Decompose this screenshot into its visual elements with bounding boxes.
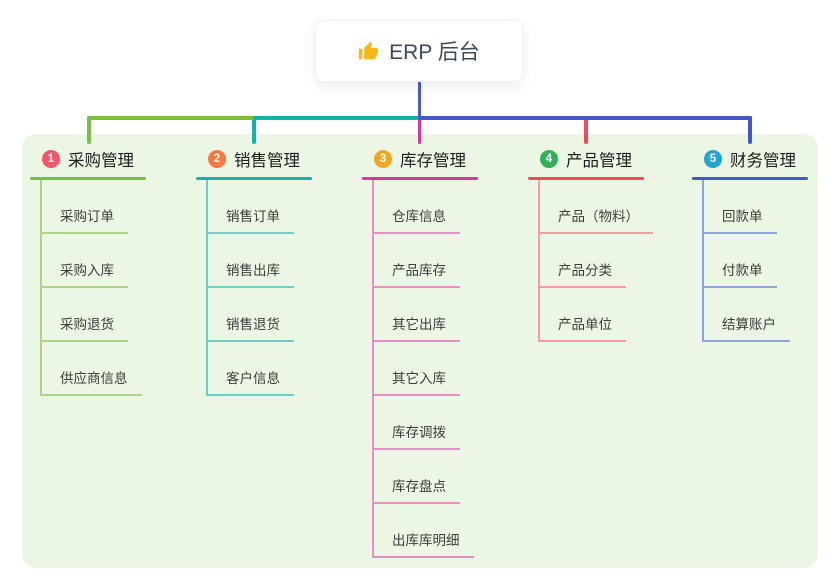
connector-segment-sales — [253, 116, 419, 120]
branch-header-finance[interactable]: 5 财务管理 — [692, 144, 808, 174]
branch-drop-line-product — [584, 116, 588, 144]
branch-drop-line-finance — [748, 116, 752, 144]
node-item[interactable]: 回款单 — [704, 180, 790, 234]
node-item[interactable]: 库存调拨 — [374, 396, 474, 450]
badge-3: 3 — [374, 150, 392, 168]
branch-underline — [692, 177, 808, 180]
connector-segment-finance — [418, 116, 752, 120]
branch-title: 库存管理 — [400, 152, 466, 170]
branch-drop-line-purchase — [87, 116, 91, 144]
node-item[interactable]: 付款单 — [704, 234, 790, 288]
node-item[interactable]: 出库库明细 — [374, 504, 474, 558]
branch-children: 采购订单 采购入库 采购退货 供应商信息 — [40, 180, 142, 396]
node-item[interactable]: 采购入库 — [42, 234, 142, 288]
branch-finance: 5 财务管理 回款单 付款单 结算账户 — [692, 144, 808, 342]
branch-title: 财务管理 — [730, 152, 796, 170]
root-connector-line — [417, 80, 421, 118]
connector-segment-purchase — [87, 116, 255, 120]
branch-header-sales[interactable]: 2 销售管理 — [196, 144, 312, 174]
root-title: ERP 后台 — [389, 41, 480, 64]
node-item[interactable]: 销售订单 — [208, 180, 294, 234]
badge-4: 4 — [540, 150, 558, 168]
node-item[interactable]: 销售退货 — [208, 288, 294, 342]
branch-header-inventory[interactable]: 3 库存管理 — [362, 144, 478, 174]
badge-2: 2 — [208, 150, 226, 168]
root-node[interactable]: ERP 后台 — [315, 20, 523, 82]
node-item[interactable]: 产品（物料） — [540, 180, 653, 234]
node-item[interactable]: 其它入库 — [374, 342, 474, 396]
node-item[interactable]: 仓库信息 — [374, 180, 474, 234]
node-item[interactable]: 产品库存 — [374, 234, 474, 288]
branches-panel — [22, 134, 818, 568]
node-item[interactable]: 供应商信息 — [42, 342, 142, 396]
branch-children: 销售订单 销售出库 销售退货 客户信息 — [206, 180, 294, 396]
branch-underline — [30, 177, 146, 180]
badge-1: 1 — [42, 150, 60, 168]
branch-product: 4 产品管理 产品（物料） 产品分类 产品单位 — [528, 144, 653, 342]
branch-drop-line-inventory — [417, 116, 421, 144]
node-item[interactable]: 结算账户 — [704, 288, 790, 342]
branch-title: 产品管理 — [566, 152, 632, 170]
branch-underline — [362, 177, 478, 180]
node-item[interactable]: 客户信息 — [208, 342, 294, 396]
branch-underline — [196, 177, 312, 180]
node-item[interactable]: 库存盘点 — [374, 450, 474, 504]
branch-purchase: 1 采购管理 采购订单 采购入库 采购退货 供应商信息 — [30, 144, 146, 396]
node-item[interactable]: 产品分类 — [540, 234, 653, 288]
thumbs-up-icon — [358, 41, 379, 62]
branch-underline — [528, 177, 644, 180]
node-item[interactable]: 产品单位 — [540, 288, 653, 342]
branch-drop-line-sales — [252, 116, 256, 144]
branch-title: 采购管理 — [68, 152, 134, 170]
node-item[interactable]: 其它出库 — [374, 288, 474, 342]
branch-inventory: 3 库存管理 仓库信息 产品库存 其它出库 其它入库 库存调拨 库存盘点 出库库… — [362, 144, 478, 558]
branch-sales: 2 销售管理 销售订单 销售出库 销售退货 客户信息 — [196, 144, 312, 396]
node-item[interactable]: 采购退货 — [42, 288, 142, 342]
branch-children: 仓库信息 产品库存 其它出库 其它入库 库存调拨 库存盘点 出库库明细 — [372, 180, 474, 558]
node-item[interactable]: 采购订单 — [42, 180, 142, 234]
branch-children: 产品（物料） 产品分类 产品单位 — [538, 180, 653, 342]
branch-header-product[interactable]: 4 产品管理 — [528, 144, 653, 174]
branch-header-purchase[interactable]: 1 采购管理 — [30, 144, 146, 174]
branch-title: 销售管理 — [234, 152, 300, 170]
branch-children: 回款单 付款单 结算账户 — [702, 180, 790, 342]
node-item[interactable]: 销售出库 — [208, 234, 294, 288]
badge-5: 5 — [704, 150, 722, 168]
